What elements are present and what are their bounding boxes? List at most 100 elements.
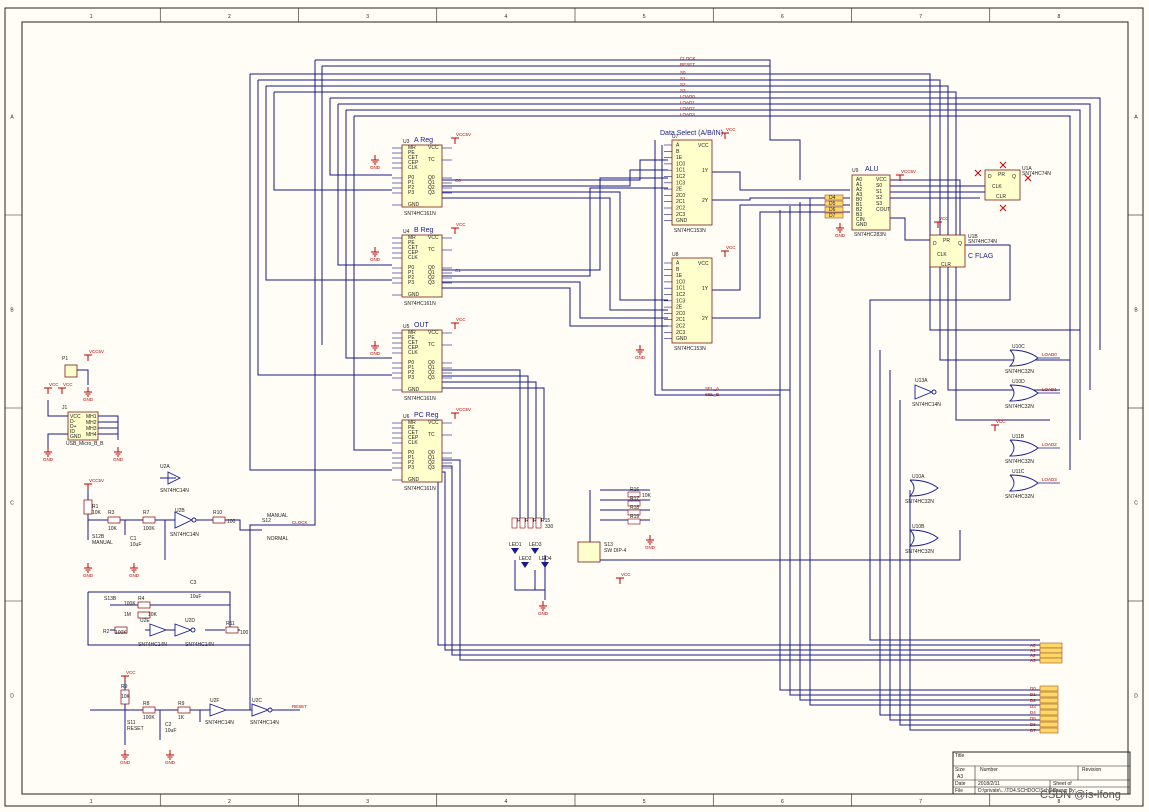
alu-pin-label: B0 <box>856 197 862 203</box>
mux-pin-label: 2Y <box>702 316 709 322</box>
dip-resistor <box>627 509 641 516</box>
register-pin-label: Q0 <box>428 175 435 181</box>
watermark: CSDN @is-lfong <box>1040 789 1121 801</box>
gnd-label: GND <box>645 545 656 550</box>
gnd-label: GND <box>835 233 846 238</box>
alu-pin-label: S1 <box>876 189 882 195</box>
dip-resistor-val: 10K <box>642 493 652 499</box>
or-gate-body <box>1008 439 1039 457</box>
register-pin-label: P0 <box>408 265 414 271</box>
col-label-bottom: 2 <box>228 799 231 805</box>
mux-pin-label: 2C3 <box>676 212 685 218</box>
register-pin-label: Q2 <box>428 275 435 281</box>
usb-name: USB_Micro_B_B <box>66 441 104 447</box>
register-pin-label: Q0 <box>428 265 435 271</box>
revision-label: Revision <box>1082 767 1101 773</box>
register-pin-label: VCC <box>428 330 439 336</box>
register-pin-label: P3 <box>408 465 414 471</box>
register-pin-label: P0 <box>408 450 414 456</box>
row-label-right: A <box>1134 115 1138 121</box>
led-ref: LED3 <box>529 542 542 548</box>
mux-pin-label: 1C1 <box>676 168 685 174</box>
mux-group: U7SN74HC153NAB1E1C01C11C21C32E2C02C12C22… <box>660 130 723 352</box>
register-pin-label: GND <box>408 387 420 393</box>
gnd-label: GND <box>370 351 381 356</box>
vcc-label: VCC5V <box>456 407 471 412</box>
d-bus-label: D3 <box>1030 704 1036 709</box>
sel-net-label: S3 <box>680 88 686 93</box>
sel-net-label: S2 <box>680 82 686 87</box>
alu-part: SN74HC283N <box>854 232 886 238</box>
usb-pin-label: MH3 <box>86 426 97 432</box>
register-pin-label: P3 <box>408 190 414 196</box>
vcc-label: VCC <box>996 419 1006 424</box>
mux-pin-label: 1C3 <box>676 298 685 304</box>
gate-part: SN74HC32N <box>905 549 934 555</box>
alu-pin-label: A2 <box>856 187 862 193</box>
reset-r9b-ref: R9 <box>178 701 185 707</box>
gnd-bars <box>166 754 174 760</box>
led-wires <box>514 555 546 600</box>
mux-pin-label: VCC <box>698 261 709 267</box>
vcc-label: VCC <box>126 670 136 675</box>
mux-pin-label: 1C0 <box>676 161 685 167</box>
d-bus-port <box>1039 709 1059 716</box>
clock-button-ref: S12B <box>92 534 105 540</box>
register-pin-label: PE <box>408 240 415 246</box>
alu-pin-label: B2 <box>856 207 862 213</box>
led-ref: LED1 <box>509 542 522 548</box>
usb-connector: P1 J1 USB_Micro_B_B VCCD-D+IDGNDMH1MH2MH… <box>47 356 119 450</box>
alu-port-tag <box>824 212 844 219</box>
power-symbols: VCC5VVCCVCCVCC5VVCCVCCVCC5VVCCVCCVCC5VVC… <box>43 127 1006 765</box>
d-bus-label: D4 <box>1030 710 1036 715</box>
dip-resistor-ref: R17 <box>630 496 639 502</box>
reset-r-top-val: 10K <box>121 694 131 700</box>
register-pin-label: PE <box>408 150 415 156</box>
register-part: SN74HC161N <box>404 486 436 492</box>
register-pin-label: VCC <box>428 420 439 426</box>
register-pin-label: PE <box>408 425 415 431</box>
register-pin-label: CLK <box>408 165 418 171</box>
led-resistor <box>527 517 534 529</box>
osc-u2e-part: SN74HC14N <box>138 642 167 648</box>
register-body <box>401 234 443 298</box>
mux-pin-label: 2C0 <box>676 311 685 317</box>
a-bus-label: A2 <box>1030 653 1036 658</box>
mux-pin-label: 2C3 <box>676 330 685 336</box>
mux-pin-label: GND <box>676 218 688 224</box>
dip-resistor <box>627 518 641 525</box>
clock-switch-manual: MANUAL <box>267 513 288 519</box>
row-label-left: A <box>10 115 14 121</box>
register-pin-label: GND <box>408 202 420 208</box>
mux-pin-label: 1C3 <box>676 180 685 186</box>
col-label-bottom: 5 <box>643 799 646 805</box>
d-bus-label: D7 <box>1030 728 1036 733</box>
gnd-bars <box>539 605 547 611</box>
vcc-label: VCC <box>49 382 59 387</box>
dip-resistor-ref: R18 <box>630 505 639 511</box>
usb-pin-label: MH4 <box>86 432 97 438</box>
dip-ref: S13 <box>604 542 613 548</box>
row-label-left: B <box>10 308 14 314</box>
clock-schmitt-ref: U2B <box>175 508 185 514</box>
cflag-ref: U1B <box>968 234 978 240</box>
gnd-label: GND <box>113 457 124 462</box>
register-3: OUTU5SN74HC161NMRPECETCEPCLKP0P1P2P3GNDV… <box>392 322 452 402</box>
ff-u1a-ref: U1A <box>1022 166 1032 172</box>
register-pin-label: CET <box>408 155 418 161</box>
gnd-label: GND <box>43 457 54 462</box>
clock-r10-ref: R10 <box>213 510 222 516</box>
mux-pin-label: GND <box>676 336 688 342</box>
mux-pin-label: 1C1 <box>676 286 685 292</box>
row-label-right: D <box>1134 694 1138 700</box>
row-label-left: C <box>10 501 14 507</box>
mux-pin-label: 2C1 <box>676 199 685 205</box>
usb-pin-label: D+ <box>70 424 77 430</box>
led-symbol <box>521 562 529 568</box>
gate-part: SN74HC32N <box>1005 459 1034 465</box>
mux-pin-label: 1E <box>676 155 683 161</box>
